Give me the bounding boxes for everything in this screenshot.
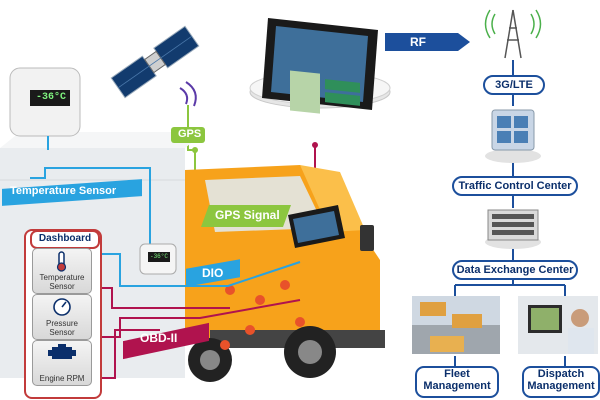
dispatch-photo (518, 296, 598, 354)
data-exchange-center-label: Data Exchange Center (452, 260, 578, 280)
temperature-device (9, 67, 81, 137)
temperature-sensor-label: Temperature Sensor (10, 185, 117, 197)
engine-icon (48, 344, 76, 359)
gps-label-text: GPS (178, 128, 202, 140)
dashboard-item-label: Pressure Sensor (45, 319, 78, 337)
rf-arrow (385, 33, 470, 51)
rf-label: RF (410, 35, 426, 49)
pressure-gauge-icon (53, 298, 71, 316)
cell-tower-icon (484, 9, 542, 59)
dispatch-management-label: Dispatch Management (522, 366, 600, 398)
obd-label: OBD-II (140, 331, 178, 345)
thermo-display-reading: -36°C (35, 92, 66, 103)
thermometer-icon (56, 251, 67, 272)
traffic-control-icon (485, 109, 541, 163)
server-rack-icon (485, 209, 541, 249)
tablet-display (249, 18, 391, 114)
truck-mounted-display (288, 205, 345, 248)
fleet-photo (412, 296, 500, 354)
dashboard-item-label: Temperature Sensor (39, 273, 85, 291)
dashboard-item-label: Engine RPM (39, 374, 85, 383)
lte-label: 3G/LTE (483, 75, 545, 95)
dashboard-title: Dashboard (30, 230, 100, 249)
small-sensor-reading: -36°C (149, 253, 168, 260)
gps-signal-waves (179, 81, 197, 107)
small-sensor-device (139, 243, 177, 275)
dashboard-item-engine: Engine RPM (32, 340, 92, 386)
gps-label (171, 127, 205, 143)
dashboard-item-temperature: Temperature Sensor (32, 248, 92, 294)
dio-label: DIO (202, 266, 224, 280)
gps-signal-label: GPS Signal (215, 208, 280, 222)
traffic-control-center-label: Traffic Control Center (452, 176, 578, 196)
satellite-icon (110, 25, 200, 99)
dashboard-item-pressure: Pressure Sensor (32, 294, 92, 340)
fleet-management-label: Fleet Management (415, 366, 499, 398)
